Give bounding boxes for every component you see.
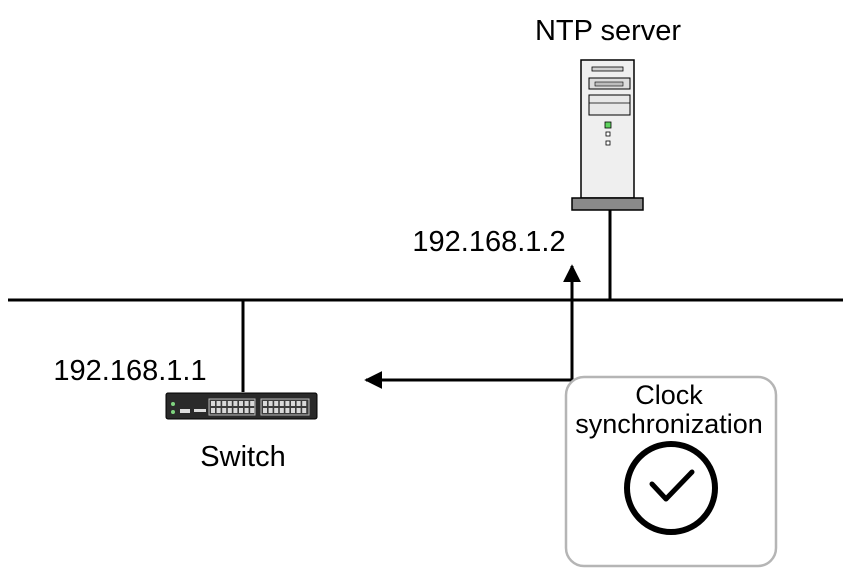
switch-port	[279, 401, 284, 406]
switch-port	[279, 408, 284, 413]
switch-port	[233, 408, 238, 413]
switch-port	[216, 408, 221, 413]
switch-ip: 192.168.1.1	[53, 355, 206, 387]
clock-check-icon	[624, 441, 718, 535]
switch-port	[285, 401, 290, 406]
clock-sync-box	[564, 375, 778, 568]
switch-port	[211, 408, 215, 413]
switch-port	[216, 401, 221, 406]
switch-label: Switch	[200, 441, 285, 473]
switch-port	[291, 401, 295, 406]
switch-icon	[165, 392, 318, 420]
switch-port	[296, 401, 301, 406]
switch-port	[268, 401, 273, 406]
switch-port	[239, 401, 243, 406]
switch-port	[302, 408, 307, 413]
switch-port	[250, 401, 255, 406]
ntp-server-ip: 192.168.1.2	[412, 226, 565, 258]
switch-port	[263, 401, 267, 406]
switch-port	[239, 408, 243, 413]
switch-port	[222, 408, 227, 413]
switch-port	[274, 401, 279, 406]
switch-port	[302, 401, 307, 406]
switch-port	[285, 408, 290, 413]
switch-port	[296, 408, 301, 413]
ntp-server-label: NTP server	[535, 15, 681, 47]
switch-port	[227, 401, 232, 406]
switch-port	[268, 408, 273, 413]
clock-sync-label-line1: Clock	[635, 380, 703, 410]
switch-port	[250, 408, 255, 413]
switch-port	[291, 408, 295, 413]
switch-port	[244, 408, 249, 413]
switch-port	[274, 408, 279, 413]
ntp-server-icon	[571, 59, 644, 211]
switch-port	[227, 408, 232, 413]
switch-port	[233, 401, 238, 406]
switch-port	[263, 408, 267, 413]
clock-sync-label-line2: synchronization	[575, 409, 763, 439]
switch-port	[222, 401, 227, 406]
switch-port	[211, 401, 215, 406]
switch-port	[244, 401, 249, 406]
